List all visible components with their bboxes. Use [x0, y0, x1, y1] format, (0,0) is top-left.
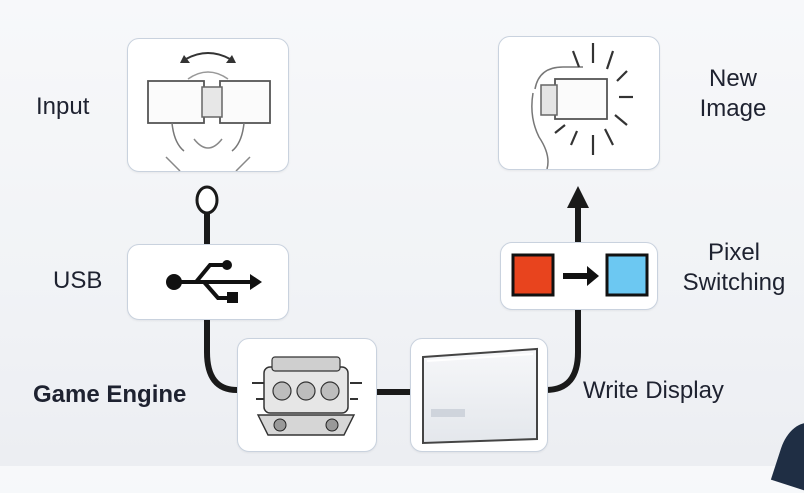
- pixel-switching-label-line2: Switching: [682, 269, 786, 296]
- usb-label: USB: [53, 267, 103, 294]
- new-image-label-line2: Image: [699, 95, 767, 122]
- new-image-card: [498, 36, 660, 170]
- head-mounted-display-rotate-icon: [147, 52, 271, 171]
- engine-icon: [252, 356, 362, 436]
- usb-card: [127, 244, 289, 320]
- pixel-before: [511, 253, 555, 297]
- game-engine-card: [237, 338, 377, 452]
- pixel-after: [605, 253, 649, 297]
- input-card: [127, 38, 289, 172]
- new-image-label-line1: New: [708, 65, 757, 92]
- wire-usb-engine: [204, 318, 238, 393]
- pixel-switching-card: [500, 242, 658, 310]
- pixel-switching-label: Pixel Switching: [672, 238, 796, 298]
- pixel-switch-icon: [511, 253, 649, 297]
- new-image-label: New Image: [688, 64, 778, 124]
- display-panel-icon: [422, 347, 538, 445]
- write-display-label: Write Display: [583, 377, 724, 404]
- connector-wires: [195, 185, 589, 395]
- arrowhead-up: [567, 186, 589, 208]
- usb-icon: [166, 260, 262, 303]
- wire-display-pixel: [545, 308, 581, 393]
- head-mounted-display-flash-icon: [531, 43, 633, 169]
- game-engine-label: Game Engine: [33, 381, 187, 408]
- pixel-switching-label-line1: Pixel: [707, 239, 761, 266]
- latency-pipeline-diagram: Input USB Game Engine: [33, 36, 804, 493]
- write-display-card: [410, 338, 548, 452]
- input-label: Input: [36, 93, 90, 120]
- wire-plug-circle: [195, 185, 219, 215]
